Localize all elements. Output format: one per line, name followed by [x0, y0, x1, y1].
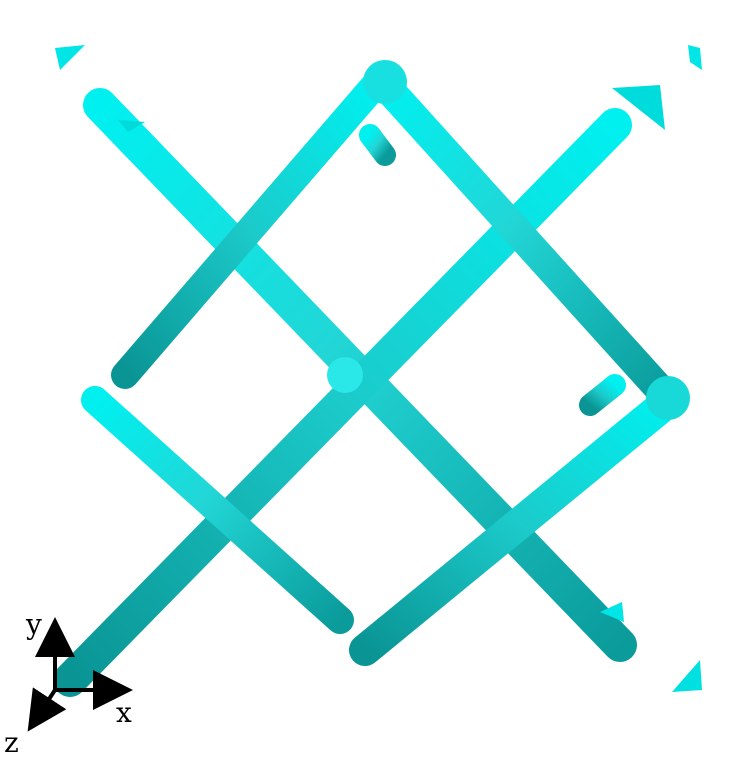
fragment-top-right	[688, 45, 702, 70]
axis-z-line	[27, 687, 67, 732]
fragment-top-right-2	[612, 85, 665, 130]
joint-center	[327, 357, 363, 393]
orientation-axes	[27, 617, 133, 732]
axis-x-label: x	[116, 696, 132, 729]
fragment-bottom-right	[672, 660, 702, 692]
fragment-right-lower	[600, 602, 624, 622]
isosurface-tubes	[53, 45, 702, 697]
tube-diagonal-main-up	[53, 108, 632, 697]
tube-top-descending	[370, 70, 680, 410]
fragment-top-left	[55, 45, 85, 70]
tube-left-lower	[81, 386, 354, 634]
tube-stub-top	[359, 124, 396, 166]
tube-stub-right	[579, 374, 626, 416]
axis-z-label: z	[4, 726, 19, 759]
tube-right-descending	[349, 384, 686, 666]
joint-top	[363, 60, 407, 104]
joint-right	[646, 376, 690, 420]
tube-upper-left-rising	[111, 71, 389, 389]
fragment-small-left	[118, 120, 145, 132]
axis-y-label: y	[25, 608, 42, 641]
